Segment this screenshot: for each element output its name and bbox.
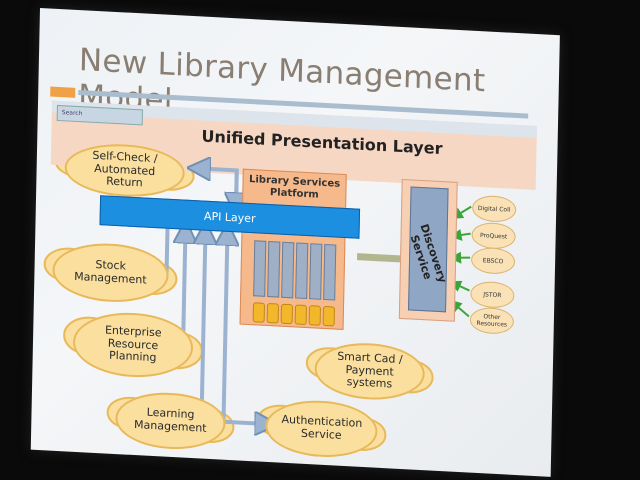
discovery-service-box: Discovery Service: [407, 186, 449, 313]
platform-module: [267, 241, 281, 298]
database-icon: [252, 302, 266, 323]
library-services-platform: Library Services Platform: [239, 168, 347, 330]
connector-arrows: [31, 8, 472, 477]
database-icon: [294, 304, 308, 326]
platform-discovery-link: [356, 253, 408, 263]
database-icon: [266, 302, 280, 324]
arrow-auth: [223, 422, 266, 424]
platform-module: [295, 242, 309, 300]
database-icon: [322, 305, 336, 327]
platform-module: [281, 241, 295, 299]
discovery-service-label: Discovery Service: [407, 222, 450, 285]
arrow-erp-up: [183, 232, 185, 336]
platform-label: Library Services Platform: [248, 173, 341, 201]
arrow-learning-up: [202, 233, 206, 421]
arrow-selfcheck: [198, 168, 239, 203]
discovery-panel: Discovery Service: [398, 178, 458, 322]
database-icon: [308, 305, 322, 326]
slide: New Library Management Model Search Unif…: [30, 8, 560, 477]
platform-module: [323, 243, 337, 301]
platform-module: [253, 240, 267, 297]
platform-module: [309, 243, 323, 300]
database-icon: [280, 303, 294, 325]
arrow-auth-up: [223, 234, 227, 422]
